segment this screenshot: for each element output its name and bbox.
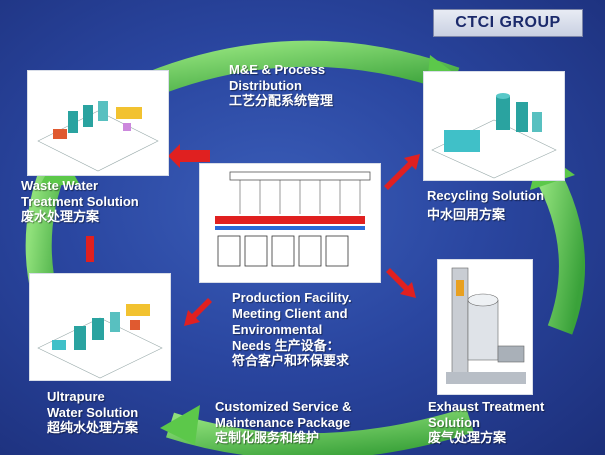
recycling-schematic: [424, 72, 564, 180]
exhaust-title-zh: 废气处理方案: [428, 431, 507, 446]
recycling-diagram-icon: [431, 93, 557, 179]
me-process-title-zh: 工艺分配系统管理: [229, 94, 334, 109]
production-facility-schematic: [200, 164, 380, 282]
customized-title-zh: 定制化服务和维护: [215, 431, 320, 446]
recycling-title-en: Recycling Solution: [427, 188, 545, 203]
waste-water-title-en: Waste Water Treatment Solution: [21, 178, 139, 209]
production-title-en: Production Facility. Meeting Client and …: [232, 290, 352, 353]
exhaust-label: Exhaust Treatment Solution 废气处理方案: [428, 399, 544, 447]
production-title-zh: 符合客户和环保要求: [232, 354, 350, 369]
recycling-label: Recycling Solution 中水回用方案: [427, 188, 544, 224]
exhaust-treatment-schematic: [438, 260, 532, 394]
ctci-group-badge: CTCI GROUP: [433, 9, 583, 37]
production-label: Production Facility. Meeting Client and …: [232, 290, 352, 370]
ultrapure-water-schematic: [30, 274, 170, 380]
recycling-title-zh: 中水回用方案: [427, 208, 506, 223]
ultrapure-diagram-icon: [37, 304, 163, 379]
red-connector-arrows: [86, 144, 420, 326]
ultrapure-title-zh: 超纯水处理方案: [47, 421, 139, 436]
ultrapure-label: Ultrapure Water Solution 超纯水处理方案: [47, 389, 138, 437]
me-process-title-en: M&E & Process Distribution: [229, 62, 326, 93]
production-facility-icon: [215, 171, 371, 267]
me-process-label: M&E & Process Distribution 工艺分配系统管理: [229, 62, 333, 110]
waste-water-title-zh: 废水处理方案: [21, 210, 100, 225]
waste-water-label: Waste Water Treatment Solution 废水处理方案: [21, 178, 139, 226]
customized-label: Customized Service & Maintenance Package…: [215, 399, 352, 447]
waste-water-schematic: [28, 71, 168, 175]
customized-title-en: Customized Service & Maintenance Package: [215, 399, 352, 430]
exhaust-title-en: Exhaust Treatment Solution: [428, 399, 545, 430]
ultrapure-title-en: Ultrapure Water Solution: [47, 389, 139, 420]
waste-water-diagram-icon: [37, 101, 159, 172]
exhaust-tower-icon: [446, 267, 526, 384]
